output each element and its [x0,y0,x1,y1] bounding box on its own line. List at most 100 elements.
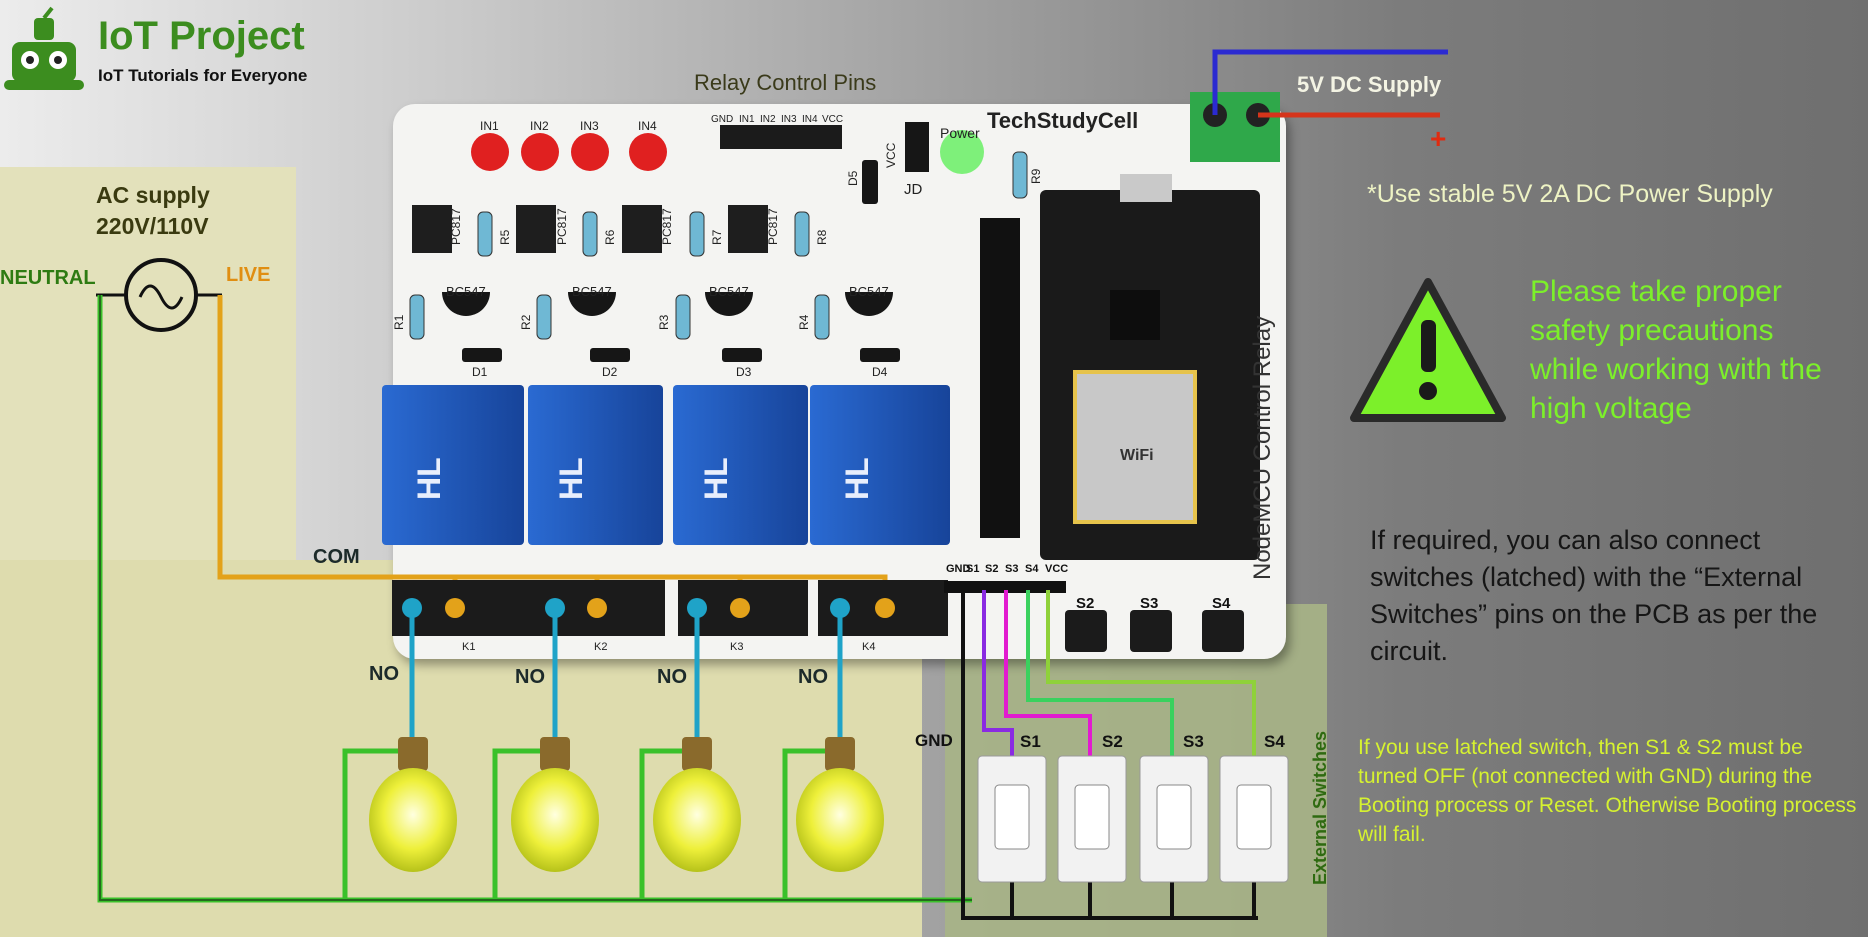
relay-brand: HL [839,457,875,500]
com-label: COM [313,546,360,568]
transistor-label: BC547 [446,284,486,299]
switch-header-pin-label: S3 [1005,563,1018,575]
bulb-icon [511,737,599,872]
resistor-label-r9: R9 [1029,168,1043,184]
resistor-label: R1 [392,314,406,330]
power-led-label: Power [940,125,980,141]
led-label: IN3 [580,119,599,133]
bulb-icon [369,737,457,872]
safety-warning: Please take proper safety precautions wh… [1530,275,1822,425]
no-wires [409,608,843,745]
switch-header [944,581,1066,593]
terminal-dots [402,598,895,618]
header-pin-label: IN2 [760,114,776,125]
opto-label: PC817 [555,208,569,245]
switch-header-pin-label: VCC [1045,563,1068,575]
diode-label: D1 [472,365,488,379]
dc-terminal [1190,92,1280,162]
diode-label: D2 [602,365,618,379]
diode-label: D3 [736,365,752,379]
terminal-label: K1 [462,641,475,653]
switch-label-s1: S1 [1020,732,1041,751]
opto-label: PC817 [766,208,780,245]
transistors [442,292,893,316]
no-label-3: NO [657,666,687,688]
ac-source-icon [96,258,222,332]
no-label-2: NO [515,666,545,688]
switch-header-pin-label: GND [946,563,971,575]
opto-label: PC817 [449,208,463,245]
relay-1 [382,385,524,545]
nodemcu-module [980,174,1260,560]
no-label-4: NO [798,666,828,688]
brand-subtitle: IoT Tutorials for Everyone [98,66,308,85]
switch-label-s3: S3 [1183,732,1204,751]
power-note: *Use stable 5V 2A DC Power Supply [1367,180,1773,208]
external-switch-note: If required, you can also connect switch… [1370,525,1818,666]
pcb-button-label-s4: S4 [1212,595,1231,612]
relay-terminals [392,580,948,636]
header-pin-label: GND [711,114,733,125]
dc-wires [1212,49,1448,118]
transistor-label: BC547 [572,284,612,299]
power-led [940,130,984,174]
bulbs [369,737,884,872]
header-pin-label: VCC [822,114,843,125]
resistor-label: R4 [797,314,811,330]
robot-logo-icon [4,6,84,90]
terminal-label: K3 [730,641,743,653]
relay-2 [528,385,663,545]
plus-sign: + [1430,123,1446,154]
wall-switch-icon [1057,755,1127,883]
gnd-label: GND [915,731,953,750]
switch-label-s2: S2 [1102,732,1123,751]
diode-label-d5: D5 [846,170,860,186]
bulb-icon [796,737,884,872]
board-name: NodeMCU Control Relay [1249,316,1276,580]
switch-header-pin-label: S1 [966,563,979,575]
vcc-label: VCC [884,142,898,168]
ac-voltage: 220V/110V [96,213,209,239]
wall-switches [977,755,1289,883]
resistor-label: R5 [498,229,512,245]
relay-control-header [720,125,842,149]
resistor-label: R8 [815,229,829,245]
switch-header-pin-label: S4 [1025,563,1039,575]
led-label: IN2 [530,119,549,133]
relay-4 [810,385,950,545]
board-brand: TechStudyCell [987,108,1138,133]
neutral-label: NEUTRAL [0,267,96,289]
opto-label: PC817 [660,208,674,245]
transistor-label: BC547 [849,284,889,299]
optocouplers [412,205,768,253]
pcb-buttons [1065,610,1244,652]
terminal-label: K2 [594,641,607,653]
live-label: LIVE [226,264,270,286]
resistor-label: R2 [519,314,533,330]
diode-label: D4 [872,365,888,379]
jumper-label: JD [904,181,923,198]
dc-supply-label: 5V DC Supply [1297,72,1442,97]
header-pin-label: IN1 [739,114,755,125]
led-label: IN1 [480,119,499,133]
external-switches-label: External Switches [1310,731,1330,885]
bulb-icon [653,737,741,872]
wifi-label: WiFi [1120,447,1154,464]
relay-control-pins-label: Relay Control Pins [694,70,876,95]
boot-warning-note: If you use latched switch, then S1 & S2 … [1358,736,1857,846]
pcb-button-label-s2: S2 [1076,595,1094,612]
resistors [409,151,1028,340]
no-label-1: NO [369,663,399,685]
relay-brand: HL [411,457,447,500]
led-label: IN4 [638,119,657,133]
relay-brand: HL [698,457,734,500]
resistor-label: R6 [603,229,617,245]
relay-3 [673,385,808,545]
relay-brand: HL [553,457,589,500]
wall-switch-icon [1219,755,1289,883]
relays [382,385,950,545]
switch-label-s4: S4 [1264,732,1285,751]
header-pin-label: IN3 [781,114,797,125]
transistor-label: BC547 [709,284,749,299]
brand-title: IoT Project [98,14,305,58]
